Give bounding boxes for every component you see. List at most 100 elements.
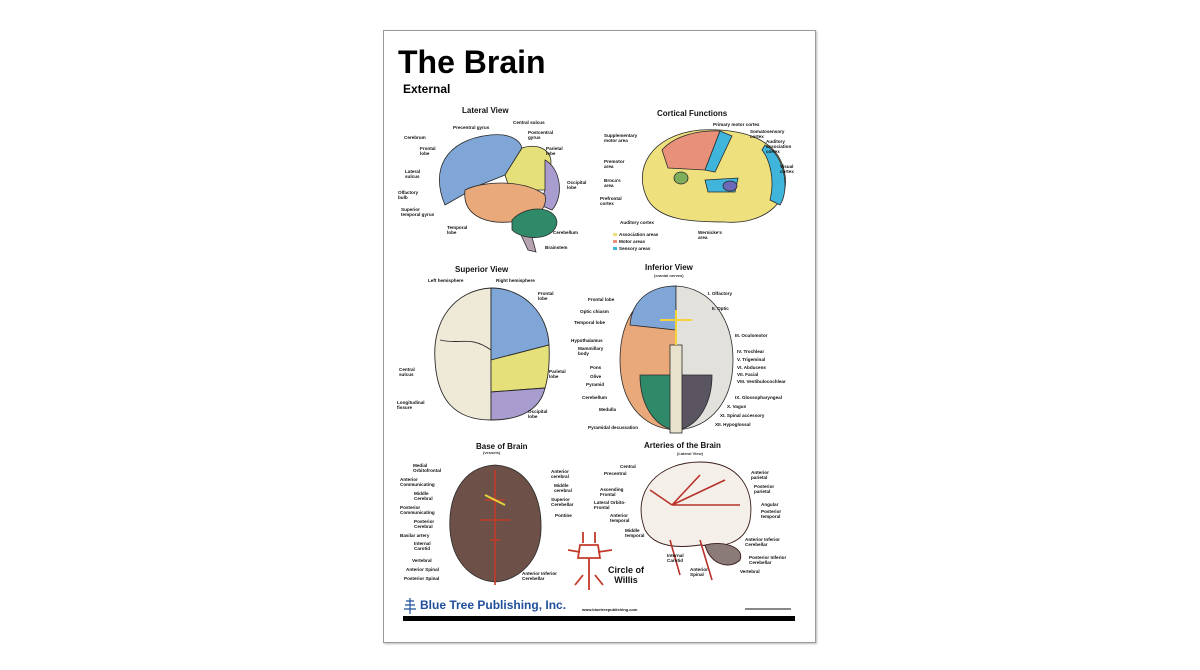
base-label: Anterior cerebral (551, 469, 569, 480)
inferior-label: X. Vagus (727, 404, 747, 409)
base-label: Anterior Inferior Cerebellar (522, 571, 557, 582)
cortical-label: Primary motor cortex (713, 122, 760, 127)
inferior-label: Hypothalamus (571, 338, 603, 343)
arteries-label: Central (620, 464, 636, 469)
cortical-label: Somatosensory cortex (750, 129, 785, 140)
legend-item: Motor areas (619, 239, 646, 244)
willis-section-title: Circle of Willis (608, 565, 645, 585)
arteries-label: Angular (761, 502, 779, 507)
arteries-label: Anterior Inferior Cerebellar (745, 537, 780, 548)
arteries-section-title: Arteries of the Brain (644, 441, 721, 450)
cerebellum (511, 208, 558, 238)
base-label: Posterior Spinal (404, 576, 440, 581)
inferior-label: VII. Facial (737, 372, 759, 377)
arteries-label: Anterior Spinal (690, 567, 708, 578)
base-label: Middle Cerebral (414, 491, 433, 502)
arteries-label: Middle temporal (625, 528, 645, 539)
inferior-label: Temporal lobe (574, 320, 606, 325)
arteries-label: Anterior temporal (610, 513, 630, 524)
lateral-label: Cerebrum (404, 135, 426, 140)
base-label: Vertebral (412, 558, 432, 563)
lateral-label: Lateral sulcus (405, 169, 421, 180)
lateral-view-brain (439, 134, 560, 253)
arteries-label: Vertebral (740, 569, 760, 574)
broca-area (673, 171, 689, 185)
inferior-label: Cerebellum (582, 395, 608, 400)
lateral-label: Frontal lobe (420, 146, 436, 157)
lateral-label: Postcentral gyrus (528, 130, 554, 141)
cortical-label: Prefrontal cortex (600, 196, 622, 207)
arteries-label: Posterior temporal (761, 509, 782, 520)
poster-title: The Brain (398, 44, 546, 80)
superior-label: Parietal lobe (549, 369, 566, 380)
base-of-brain (449, 464, 542, 585)
publisher-name: Blue Tree Publishing, Inc. (420, 598, 567, 612)
base-section-subtitle: (vessels) (483, 450, 501, 455)
superior-view-brain (434, 287, 550, 421)
superior-label: Right hemisphere (496, 278, 535, 283)
lateral-label: Olfactory bulb (398, 190, 419, 201)
arteries-label: Precentral (604, 471, 627, 476)
inferior-label: XI. Spinal accessory (720, 413, 765, 418)
superior-label: Longitudinal fissure (397, 400, 425, 411)
cortical-label: Auditory cortex (620, 220, 654, 225)
inferior-label: I. Olfactory (708, 291, 732, 296)
blue-tree-logo (404, 598, 416, 614)
base-section-title: Base of Brain (476, 442, 528, 451)
lateral-section-title: Lateral View (462, 106, 509, 115)
poster-subtitle: External (403, 82, 451, 96)
inferior-section-title: Inferior View (645, 263, 693, 272)
superior-label: Left hemisphere (428, 278, 464, 283)
lateral-label: Central sulcus (513, 120, 545, 125)
inferior-label: XII. Hypoglossal (715, 422, 751, 427)
cortical-label: Visual cortex (780, 164, 794, 175)
legend-item: Association areas (619, 232, 659, 237)
inferior-label: IX. Glossopharyngeal (735, 395, 782, 400)
base-label: Basilar artery (400, 533, 430, 538)
base-label: Posterior Communicating (400, 505, 435, 516)
lateral-label: Occipital lobe (567, 180, 587, 191)
base-label: Middle cerebral (554, 483, 572, 494)
superior-label: Frontal lobe (538, 291, 554, 302)
lateral-label: Brainstem (545, 245, 568, 250)
lateral-label: Temporal lobe (447, 225, 468, 236)
inferior-label: Mammillary body (578, 346, 604, 357)
arteries-label: Posterior parietal (754, 484, 775, 495)
arteries-label: Internal Carotid (667, 553, 684, 564)
arteries-section-subtitle: (Lateral View) (677, 451, 703, 456)
base-label: Internal Carotid (414, 541, 431, 552)
inferior-label: Pyramidal decussation (588, 425, 639, 430)
visual-cortex (761, 144, 786, 206)
cortical-label: Auditory association cortex (766, 139, 792, 155)
lateral-label: Precentral gyrus (453, 125, 490, 130)
footer-code-text (745, 608, 791, 610)
lateral-label: Superior temporal gyrus (401, 207, 435, 218)
inferior-label: Pons (590, 365, 602, 370)
cortical-label: Premotor area (604, 159, 625, 170)
inferior-label: Olive (590, 374, 602, 379)
circle-of-willis (567, 532, 613, 590)
inferior-section-subtitle: (cranial nerves) (654, 273, 684, 278)
inferior-label: Frontal lobe (588, 297, 615, 302)
inferior-label: V. Trigeminal (737, 357, 766, 362)
footer-bar (403, 616, 795, 621)
frontal-lobe (439, 134, 523, 206)
inferior-label: III. Oculomotor (735, 333, 768, 338)
arteries-label: Posterior Inferior Cerebellar (749, 555, 787, 566)
cortical-section-title: Cortical Functions (657, 109, 728, 118)
base-label: Posterior Cerebral (414, 519, 435, 530)
base-label: Superior Cerebellar (551, 497, 574, 508)
arteries-label: Lateral Orbito- Frontal (594, 500, 626, 511)
lateral-label: Parietal lobe (546, 146, 563, 157)
inferior-label: IV. Trochlear (737, 349, 765, 354)
arteries-label: Anterior parietal (751, 470, 769, 481)
arteries-lateral-brain (640, 461, 752, 581)
inferior-label: VI. Abducens (737, 365, 766, 370)
cortical-label: Broca's area (604, 178, 621, 189)
inferior-label: II. Optic (712, 306, 729, 311)
base-label: Anterior Spinal (406, 567, 439, 572)
superior-label: Occipital lobe (528, 409, 548, 420)
base-label: Anterior Communicating (400, 477, 435, 488)
